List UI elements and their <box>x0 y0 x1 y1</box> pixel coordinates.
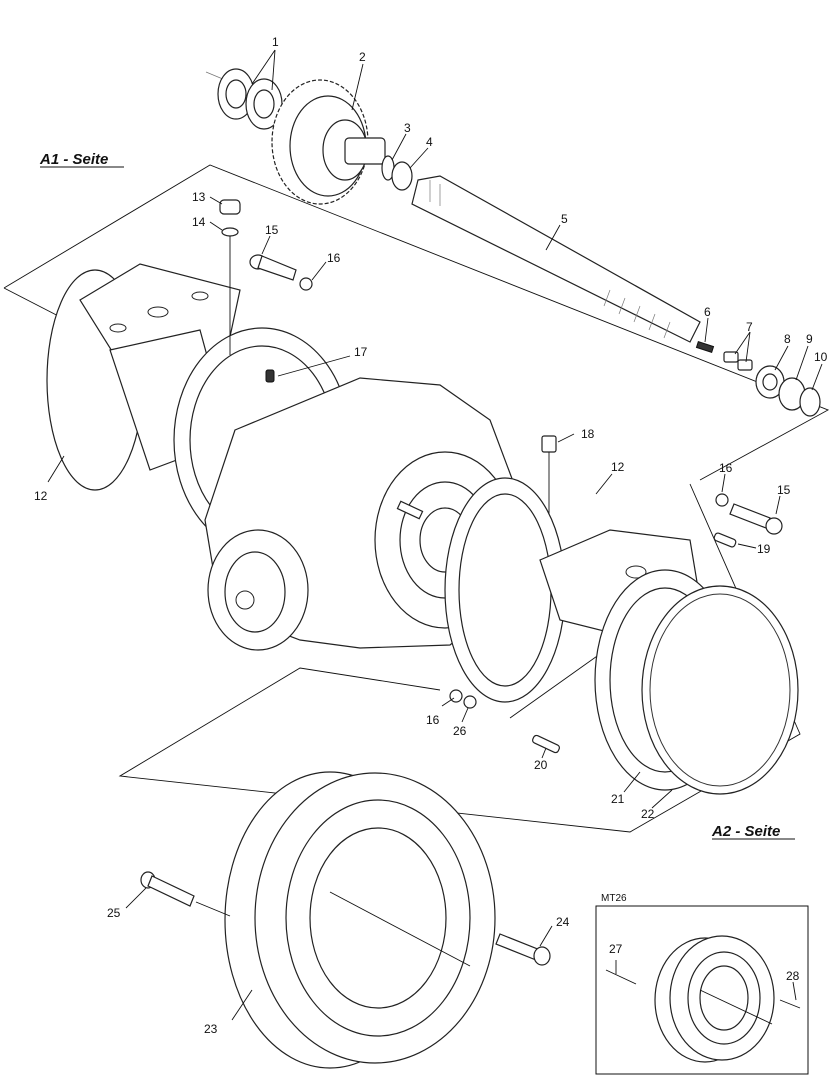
bolt-25 <box>140 871 231 917</box>
nut-16-26 <box>449 689 477 709</box>
pin-20 <box>532 734 560 754</box>
callout-4: 4 <box>426 135 433 149</box>
leader-lines <box>47 49 823 1021</box>
callout-25: 25 <box>107 906 121 920</box>
pin-17 <box>265 369 275 383</box>
side-title-a1: A1 - Seite <box>39 151 108 168</box>
callout-12-a2: 12 <box>611 460 625 474</box>
callout-23: 23 <box>204 1022 218 1036</box>
callout-2: 2 <box>359 50 366 64</box>
callout-1: 1 <box>272 35 279 49</box>
callout-20: 20 <box>534 758 548 772</box>
pin-19 <box>713 532 737 548</box>
bolt-15-a1 <box>249 254 313 291</box>
drive-shaft <box>411 175 701 343</box>
bolt-24 <box>495 933 551 966</box>
callout-19: 19 <box>757 542 771 556</box>
callout-18: 18 <box>581 427 595 441</box>
callout-16-bottom: 16 <box>426 713 440 727</box>
slewing-ring-23 <box>224 771 496 1069</box>
callout-15-a2: 15 <box>777 483 791 497</box>
callout-27: 27 <box>609 942 623 956</box>
callout-14: 14 <box>192 215 206 229</box>
callout-26: 26 <box>453 724 467 738</box>
callout-8: 8 <box>784 332 791 346</box>
bearing-pair <box>205 68 283 130</box>
callout-15-a1: 15 <box>265 223 279 237</box>
callout-24: 24 <box>556 915 570 929</box>
callout-16-a2: 16 <box>719 461 733 475</box>
bolt-15-a2 <box>715 493 783 535</box>
side-title-a2: A2 - Seite <box>711 823 780 840</box>
callout-numbers: 1 2 3 4 5 6 7 8 9 10 12 12 13 14 15 15 1… <box>34 35 828 1036</box>
shaft-end-parts <box>695 341 821 417</box>
callout-7: 7 <box>746 320 753 334</box>
spacer-ring <box>391 161 413 191</box>
callout-3: 3 <box>404 121 411 135</box>
seal-ring-22 <box>641 585 799 795</box>
plug-13 <box>219 199 241 355</box>
callout-13: 13 <box>192 190 206 204</box>
bevel-gear <box>271 79 386 205</box>
callout-10: 10 <box>814 350 828 364</box>
inset-label: MT26 <box>601 893 627 904</box>
callout-12-a1: 12 <box>34 489 48 503</box>
callout-22: 22 <box>641 807 655 821</box>
callout-28: 28 <box>786 969 800 983</box>
callout-9: 9 <box>806 332 813 346</box>
inset-detail <box>595 905 809 1075</box>
callout-16-a1: 16 <box>327 251 341 265</box>
breather-18 <box>541 435 557 520</box>
callout-5: 5 <box>561 212 568 226</box>
callout-21: 21 <box>611 792 625 806</box>
flange-ring-a2 <box>444 477 566 703</box>
callout-17: 17 <box>354 345 368 359</box>
callout-6: 6 <box>704 305 711 319</box>
